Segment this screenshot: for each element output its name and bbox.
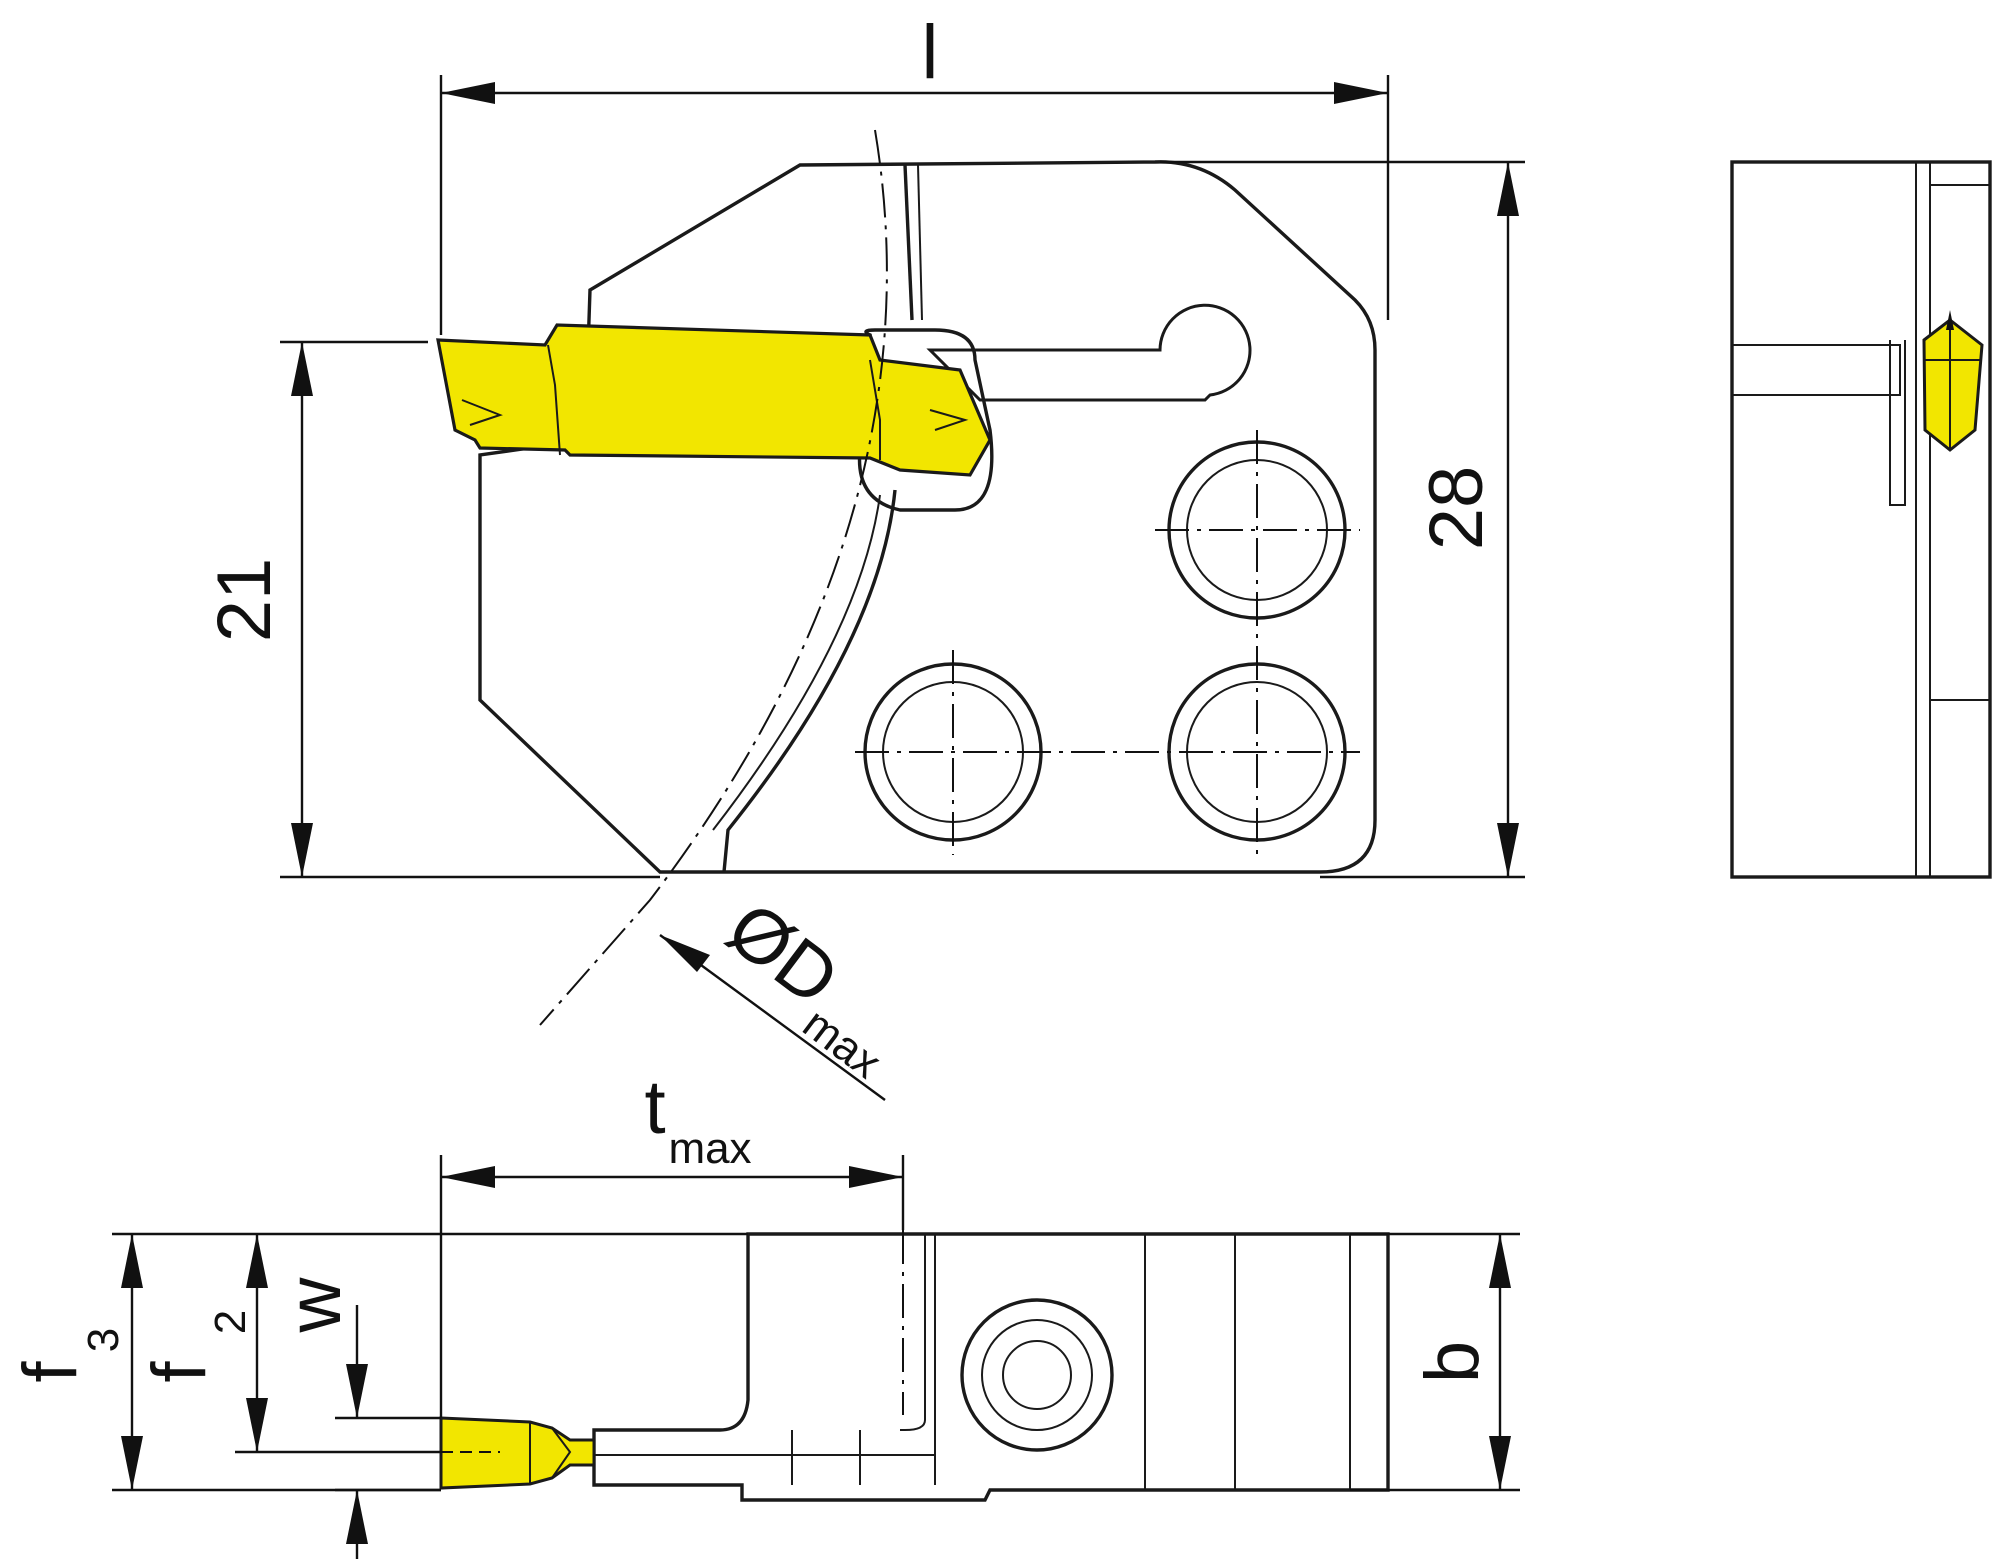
insert-chipbreaker-1 xyxy=(461,399,503,426)
dim-length: l xyxy=(439,10,1390,335)
dim-depth: t max xyxy=(439,1065,905,1418)
side-body xyxy=(1730,160,1992,879)
label-length: l xyxy=(922,10,939,95)
diameter-relief-inner xyxy=(712,494,881,831)
insert-step-2 xyxy=(869,359,881,460)
side-view xyxy=(1730,160,1992,879)
top-body xyxy=(592,1232,1390,1502)
cutting-insert xyxy=(436,323,992,477)
dim-b: b xyxy=(1350,1232,1520,1492)
label-height-28: 28 xyxy=(1414,466,1499,551)
label-w: w xyxy=(272,1276,357,1333)
side-slot-lower xyxy=(1889,340,1906,506)
dim-height-28: 28 xyxy=(1160,160,1525,879)
label-f3: f xyxy=(8,1361,93,1383)
top-insert xyxy=(439,1416,596,1490)
diameter-relief xyxy=(722,489,897,873)
label-diameter: ØD xyxy=(712,886,854,1022)
insert-chipbreaker-2 xyxy=(929,409,969,431)
dim-w: w xyxy=(272,1276,441,1559)
label-depth-sub: max xyxy=(668,1124,751,1173)
relief-line-2 xyxy=(917,164,923,321)
side-insert xyxy=(1922,318,1984,452)
label-height-21: 21 xyxy=(202,558,287,643)
label-f3-sub: 3 xyxy=(79,1328,128,1352)
front-view xyxy=(436,129,1377,1026)
label-f2-sub: 2 xyxy=(206,1310,255,1334)
top-view xyxy=(439,1230,1390,1502)
relief-line xyxy=(903,164,914,321)
insert-step-1 xyxy=(547,344,561,456)
label-depth: t xyxy=(644,1065,665,1150)
dim-height-21: 21 xyxy=(202,340,660,879)
cassette-body xyxy=(478,160,1377,874)
diameter-arc xyxy=(539,129,888,1026)
side-slot xyxy=(1732,344,1901,396)
dim-f2: f 2 xyxy=(137,1234,441,1454)
insert-clamp-loop xyxy=(857,328,994,512)
label-f2: f xyxy=(137,1361,222,1383)
dim-diameter: ØD max xyxy=(659,886,890,1101)
dim-f3: f 3 xyxy=(8,1232,748,1492)
clamp-slot xyxy=(926,303,1252,402)
label-b: b xyxy=(1410,1341,1495,1383)
clamp-screw xyxy=(960,1298,1114,1452)
